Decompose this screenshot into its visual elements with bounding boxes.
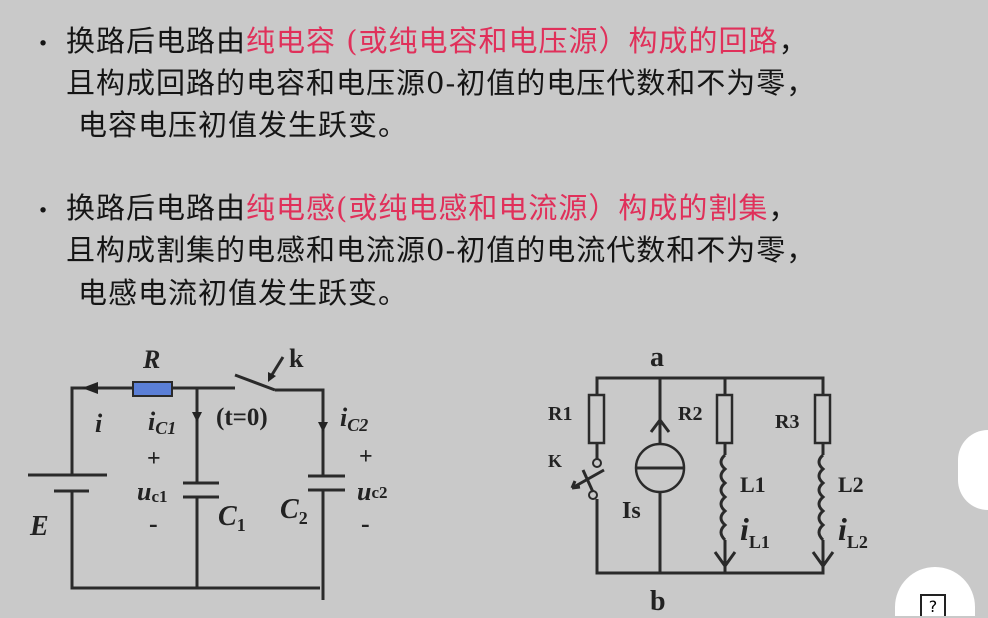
label-R1: R1 (548, 403, 572, 425)
para1-line3: 电容电压初值发生跃变。 (78, 108, 409, 142)
resistor-R1 (587, 393, 606, 445)
label-t0: (t=0) (216, 404, 268, 431)
uc1-minus: - (149, 509, 158, 538)
inductor-circuit: a b R1 R2 R3 K Is L1 L2 iL1 iL2 (548, 342, 868, 616)
para2-line2: 且构成割集的电感和电流源0-初值的电流代数和不为零， (66, 233, 817, 267)
para1-line2: 且构成回路的电容和电压源0-初值的电压代数和不为零， (66, 66, 817, 100)
label-R2: R2 (678, 403, 702, 425)
label-Is: Is (622, 498, 641, 524)
capacitor-circuit: R k i iC1 (t=0) iC2 + uc1 - C1 C2 + uc2 … (28, 344, 388, 600)
switch-K (570, 468, 605, 493)
inductor-L2 (817, 453, 826, 542)
bullet-2: . (38, 185, 49, 219)
side-floating-button[interactable] (958, 430, 988, 510)
label-k: k (289, 344, 304, 373)
node-a: a (650, 342, 664, 373)
label-K: K (548, 451, 562, 471)
switch-k (234, 373, 276, 392)
bullet-1: . (38, 18, 49, 52)
label-C1: C1 (218, 501, 246, 535)
label-L1: L1 (740, 472, 766, 497)
label-E: E (29, 511, 49, 542)
resistor-R3 (813, 393, 832, 445)
label-ic1: iC1 (148, 407, 176, 438)
label-i: i (95, 409, 103, 438)
para2-line1: 换路后电路由纯电感(或纯电感和电流源）构成的割集， (66, 191, 799, 225)
uc2-plus: + (359, 444, 373, 470)
para1-line1: 换路后电路由纯电容 (或纯电容和电压源）构成的回路， (66, 24, 809, 58)
label-iL1: iL1 (740, 511, 770, 552)
node-b: b (650, 586, 666, 616)
label-iL2: iL2 (838, 511, 868, 552)
label-L2: L2 (838, 472, 864, 497)
uc2-minus: - (361, 509, 370, 538)
label-C2: C2 (280, 494, 308, 528)
label-R: R (142, 345, 160, 374)
resistor-R (132, 381, 173, 397)
uc1-plus: + (147, 446, 161, 472)
label-ic2: iC2 (340, 403, 368, 435)
label-R3: R3 (775, 411, 799, 433)
help-icon: ? (920, 594, 946, 616)
para2-line3: 电感电流初值发生跃变。 (78, 276, 409, 310)
resistor-R2 (715, 393, 734, 445)
label-uc1: uc1 (137, 477, 168, 506)
inductor-L1 (719, 453, 728, 542)
label-uc2: uc2 (357, 477, 388, 506)
